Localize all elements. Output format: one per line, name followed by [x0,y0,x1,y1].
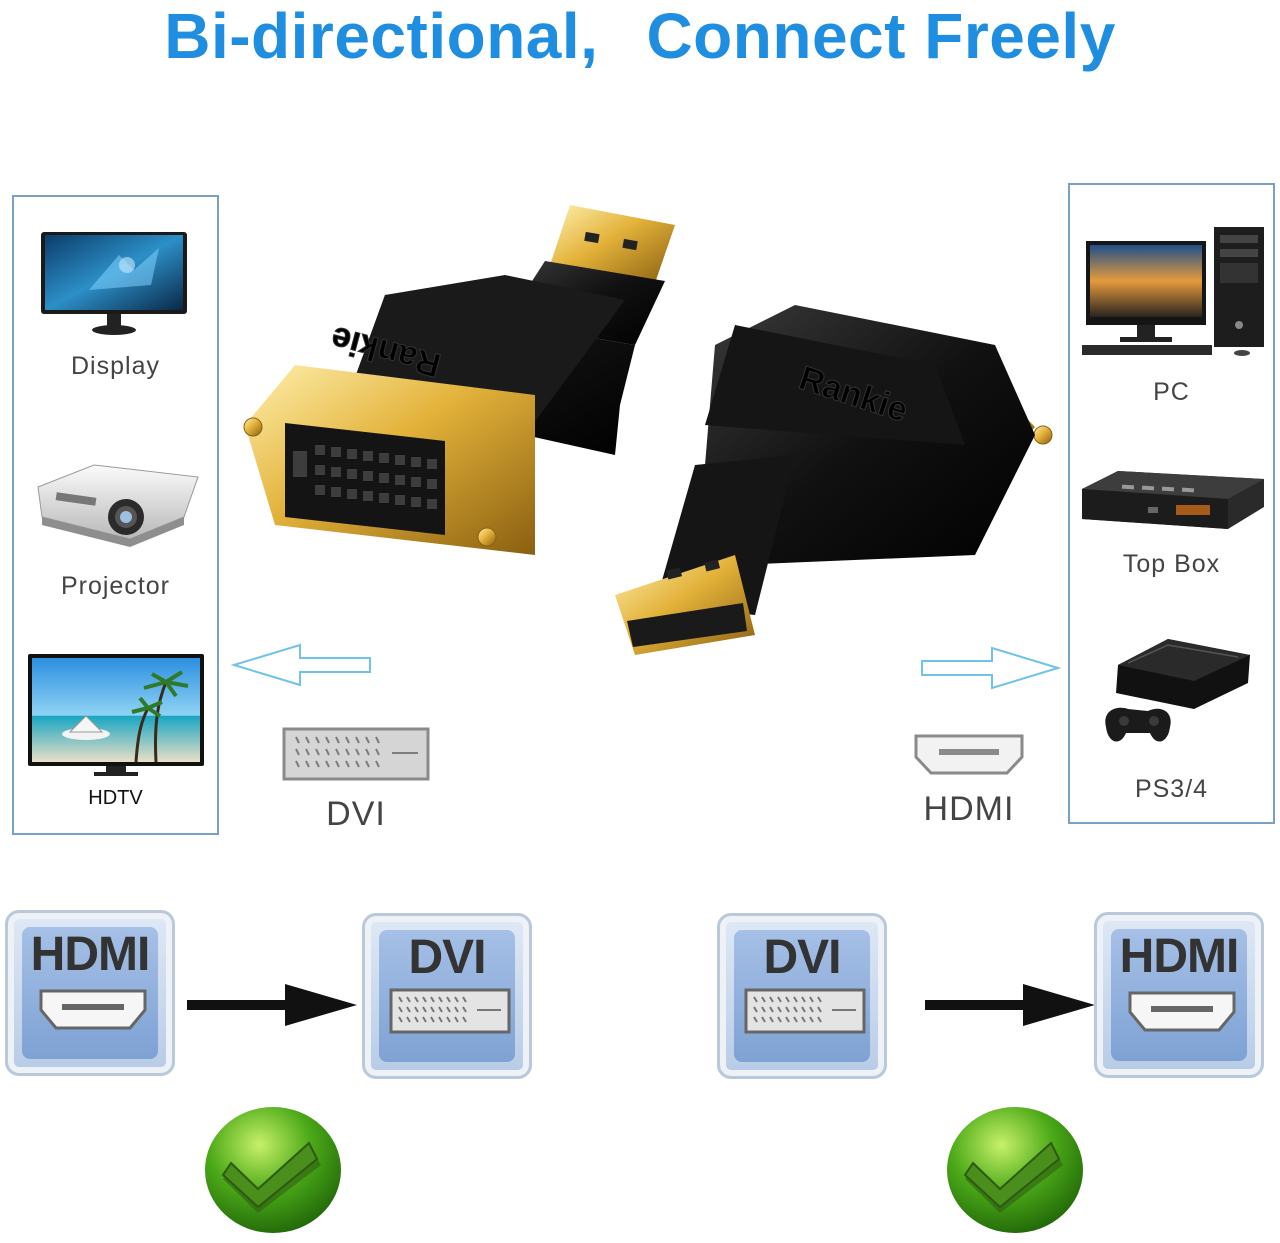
headline-right: Connect Freely [646,0,1116,72]
left-device-panel: Display Projector HDTV [12,195,219,835]
device-label-display: Display [71,352,160,380]
set-top-box-icon [1082,471,1264,529]
device-label-ps: PS3/4 [1134,775,1209,803]
headline-left: Bi-directional, [164,0,599,72]
monitor-icon [41,232,187,335]
flow2-target-label: HDMI [1119,930,1240,983]
adapter-left: Rankie [243,205,675,555]
flow2-dvi-icon [744,988,866,1034]
tv-icon [28,654,204,776]
device-label-pc: PC [1153,378,1190,406]
adapter-illustration: Rankie Rankie [243,205,1053,655]
port-caption-dvi: DVI [326,795,386,833]
flow2-source-label: DVI [763,931,841,984]
headline: Bi-directional, Connect Freely [0,0,1280,80]
hdmi-port-icon [914,734,1024,775]
flow1-arrow-icon [187,984,357,1026]
desktop-pc-icon [1082,227,1264,356]
flow2-arrow-icon [925,984,1095,1026]
adapter-right: Rankie [615,305,1053,655]
port-caption-hdmi: HDMI [923,790,1015,828]
flow2-hdmi-icon [1128,991,1236,1032]
projector-icon [37,464,199,547]
flow1-target-tile: DVI [362,913,532,1079]
flow1-source-tile: HDMI [5,910,175,1076]
right-device-panel: PC Top Box PS3/4 [1068,183,1275,824]
flow1-dvi-icon [389,988,511,1034]
device-label-top-box: Top Box [1122,550,1221,578]
flow2-target-tile: HDMI [1094,912,1264,1078]
flow1-hdmi-icon [39,989,147,1030]
game-console-icon [1105,639,1250,742]
device-label-hdtv: HDTV [88,787,143,809]
dvi-port-icon [282,727,430,781]
device-label-projector: Projector [60,572,171,600]
flow1-check-icon [205,1107,341,1233]
flow2-check-icon [947,1107,1083,1233]
flow1-target-label: DVI [408,931,486,984]
flow2-source-tile: DVI [717,913,887,1079]
arrow-left-outline-icon [230,643,371,687]
flow1-source-label: HDMI [30,928,151,981]
arrow-right-outline-icon [921,646,1062,690]
